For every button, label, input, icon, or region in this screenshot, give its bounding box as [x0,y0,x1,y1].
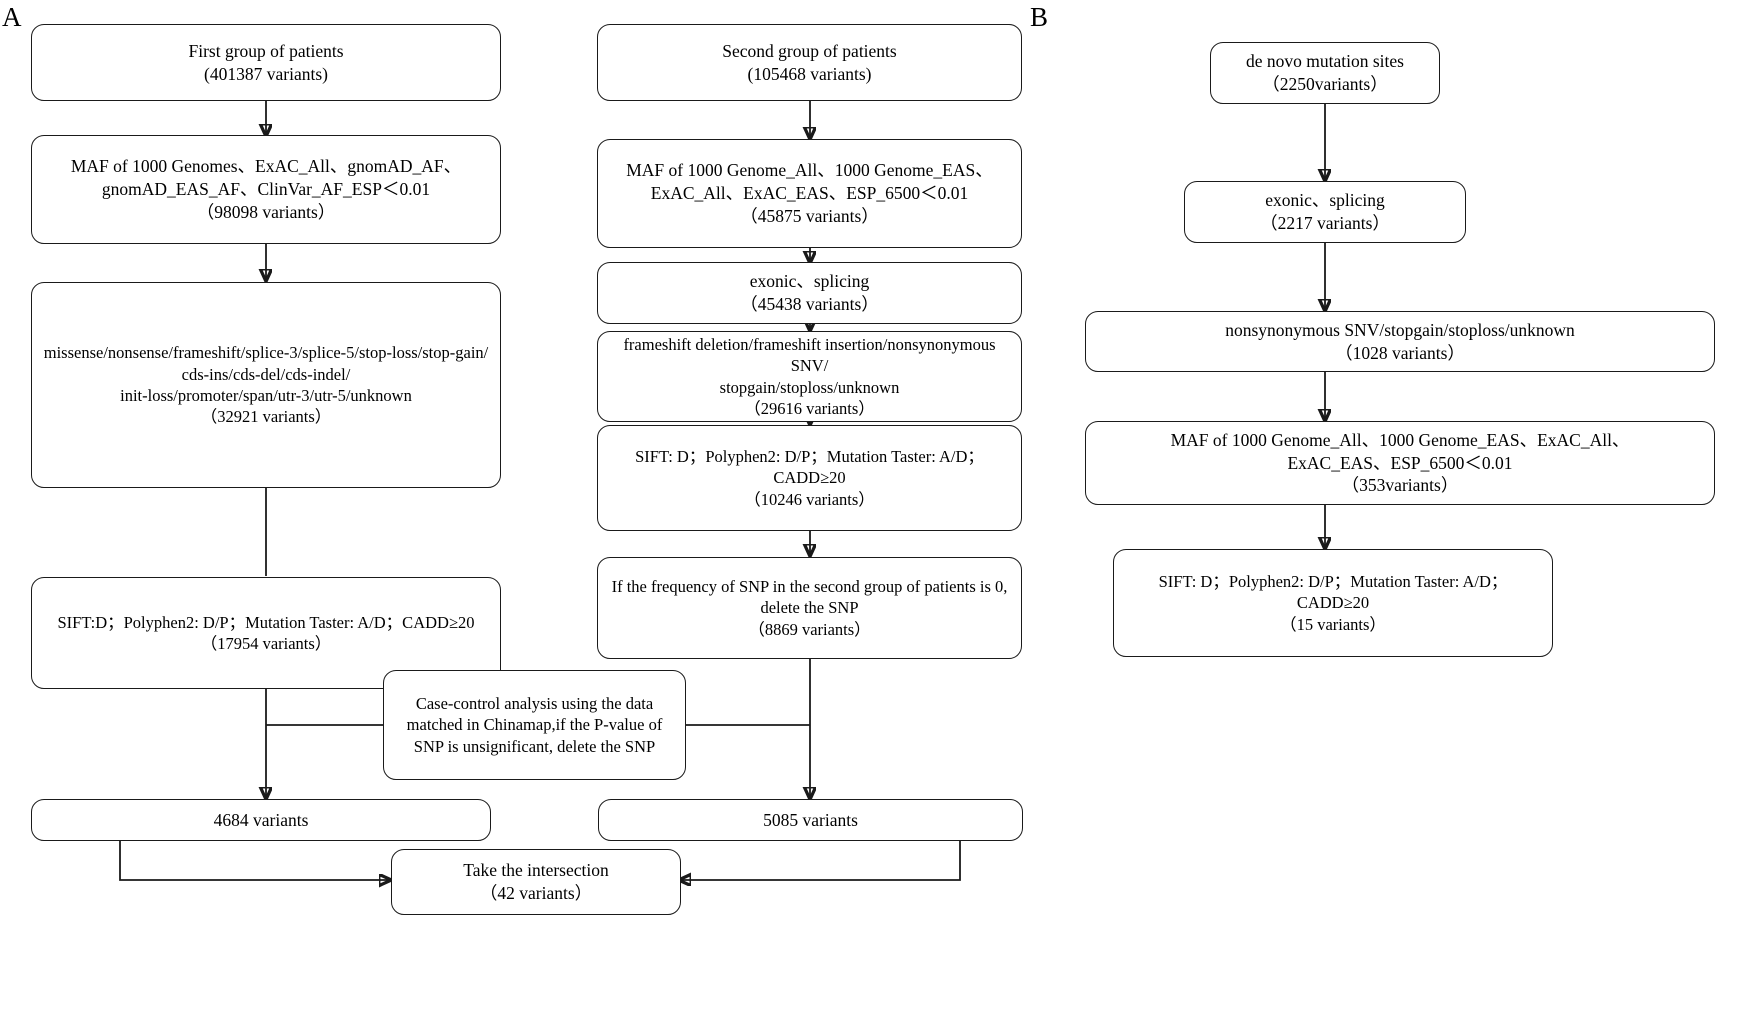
node-pathogenicity-filter-b[interactable]: SIFT: D；Polyphen2: D/P；Mutation Taster: … [1113,549,1553,657]
node-line: delete the SNP [760,598,859,618]
node-line: （45438 variants） [740,294,879,314]
node-line: MAF of 1000 Genome_All、1000 Genome_EAS、 [626,160,993,181]
node-line: init-loss/promoter/span/utr-3/utr-5/unkn… [120,386,412,405]
node-line: CADD≥20 [773,468,846,488]
node-line: （10246 variants） [744,489,875,509]
node-line: （2250variants） [1262,74,1388,94]
node-line: SIFT:D；Polyphen2: D/P；Mutation Taster: A… [57,612,475,632]
node-take-intersection[interactable]: Take the intersection （42 variants） [391,849,681,915]
node-line: (401387 variants) [204,63,328,84]
node-line: （1028 variants） [1335,342,1465,363]
node-line: (105468 variants) [747,63,872,84]
panel-letter-a: A [2,2,22,32]
node-line: Second group of patients [722,40,897,61]
node-line: SNP is unsignificant, delete the SNP [413,736,656,756]
node-line: （15 variants） [1280,614,1386,634]
node-line: （45875 variants） [740,205,879,226]
node-line: stopgain/stoploss/unknown [719,377,900,397]
node-line: 4684 variants [213,809,309,830]
node-maf-filter-left[interactable]: MAF of 1000 Genomes、ExAC_All、gnomAD_AF、 … [31,135,501,244]
node-line: SIFT: D；Polyphen2: D/P；Mutation Taster: … [1158,571,1508,591]
node-line: exonic、splicing [749,271,870,292]
node-left-result[interactable]: 4684 variants [31,799,491,841]
panel-letter-b: B [1030,2,1049,32]
node-line: （8869 variants） [748,619,871,639]
node-region-filter-mid[interactable]: exonic、splicing （45438 variants） [597,262,1022,324]
node-line: First group of patients [188,40,344,61]
node-consequence-filter-b[interactable]: nonsynonymous SNV/stopgain/stoploss/unkn… [1085,311,1715,372]
node-line: gnomAD_EAS_AF、ClinVar_AF_ESP＜0.01 [101,179,431,200]
node-line: （17954 variants） [200,634,332,653]
node-line: （353variants） [1341,475,1459,496]
node-line: If the frequency of SNP in the second gr… [611,576,1008,596]
node-line: nonsynonymous SNV/stopgain/stoploss/unkn… [1225,319,1575,340]
node-line: ExAC_EAS、ESP_6500＜0.01 [1287,452,1513,473]
node-line: （29616 variants） [744,398,875,418]
node-line: CADD≥20 [1296,593,1370,613]
node-line: frameshift deletion/frameshift insertion… [623,334,996,376]
node-mid-result[interactable]: 5085 variants [598,799,1023,841]
node-line: de novo mutation sites [1246,51,1404,72]
node-line: ExAC_All、ExAC_EAS、ESP_6500＜0.01 [650,183,969,204]
node-line: （42 variants） [479,883,593,903]
node-region-filter-b[interactable]: exonic、splicing （2217 variants） [1184,181,1466,243]
node-line: （98098 variants） [196,201,336,222]
node-line: MAF of 1000 Genomes、ExAC_All、gnomAD_AF、 [70,156,462,177]
node-pathogenicity-filter-left[interactable]: SIFT:D；Polyphen2: D/P；Mutation Taster: A… [31,577,501,689]
node-line: Case-control analysis using the data [415,693,654,713]
node-line: matched in Chinamap,if the P-value of [406,715,663,735]
node-case-control-analysis[interactable]: Case-control analysis using the data mat… [383,670,686,780]
node-line: cds-ins/cds-del/cds-indel/ [181,364,351,384]
node-line: Take the intersection [463,860,609,881]
node-first-group[interactable]: First group of patients (401387 variants… [31,24,501,101]
arrow-mid-result-to-intersection [680,841,961,880]
node-line: exonic、splicing [1265,190,1385,211]
node-consequence-filter-mid[interactable]: frameshift deletion/frameshift insertion… [597,331,1022,422]
node-consequence-filter-left[interactable]: missense/nonsense/frameshift/splice-3/sp… [31,282,501,488]
node-line: 5085 variants [763,809,858,830]
node-line: MAF of 1000 Genome_All、1000 Genome_EAS、E… [1170,429,1630,450]
arrow-left-result-to-intersection [119,841,390,880]
node-line: （32921 variants） [200,407,332,427]
node-maf-filter-mid[interactable]: MAF of 1000 Genome_All、1000 Genome_EAS、 … [597,139,1022,248]
node-line: （2217 variants） [1260,213,1390,233]
node-maf-filter-b[interactable]: MAF of 1000 Genome_All、1000 Genome_EAS、E… [1085,421,1715,505]
node-de-novo-sites[interactable]: de novo mutation sites （2250variants） [1210,42,1440,104]
node-pathogenicity-filter-mid[interactable]: SIFT: D；Polyphen2: D/P；Mutation Taster: … [597,425,1022,531]
node-line: missense/nonsense/frameshift/splice-3/sp… [43,343,489,363]
node-line: SIFT: D；Polyphen2: D/P；Mutation Taster: … [635,446,984,466]
node-second-group[interactable]: Second group of patients (105468 variant… [597,24,1022,101]
node-snp-frequency-filter[interactable]: If the frequency of SNP in the second gr… [597,557,1022,659]
